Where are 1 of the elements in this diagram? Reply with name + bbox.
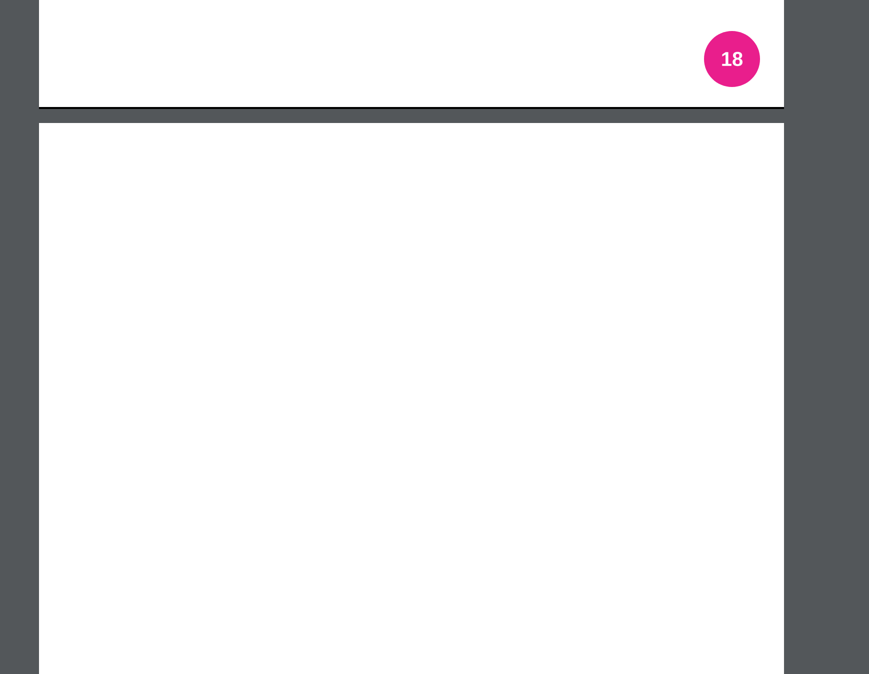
page-number-badge: 18 (704, 31, 760, 87)
